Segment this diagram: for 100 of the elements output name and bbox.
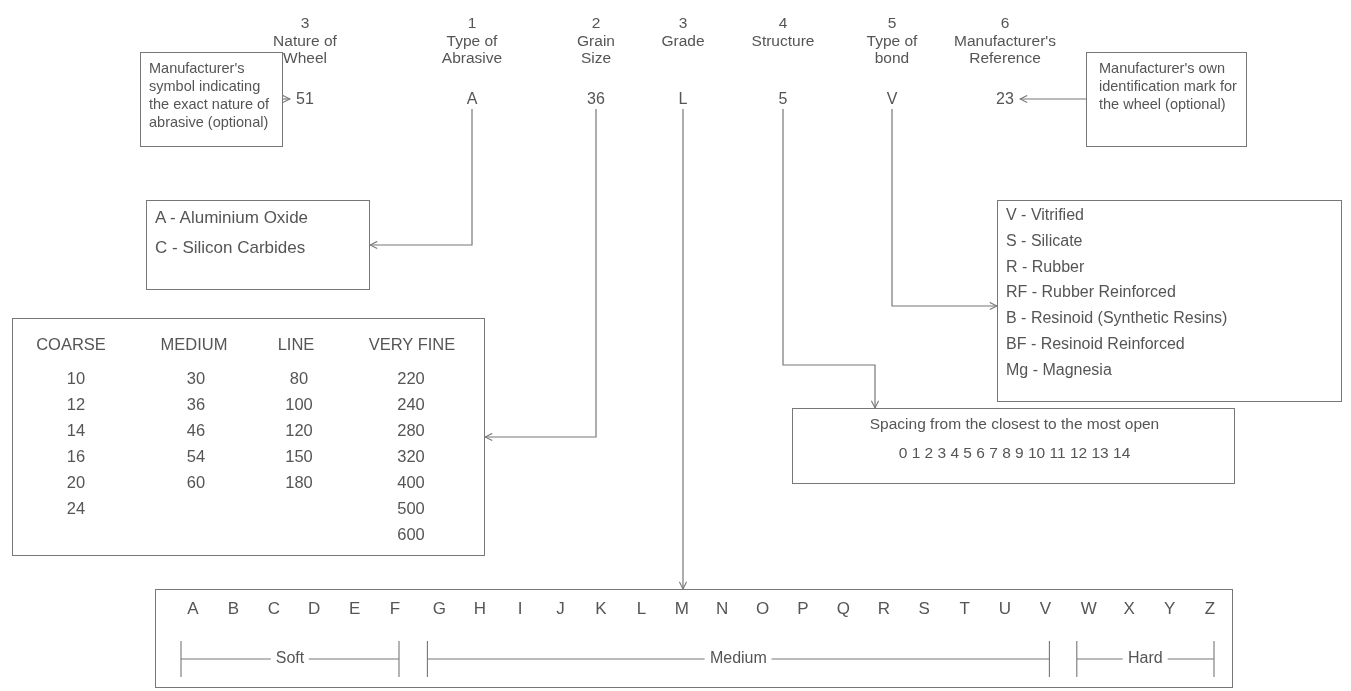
table-cell-text: 220	[396, 369, 426, 388]
code-character: 23	[990, 89, 1020, 109]
table-cell-text: 400	[396, 473, 426, 492]
grade-letter: K	[594, 599, 608, 619]
code-character: 51	[290, 89, 320, 109]
note-text: Manufacturer's symbol indicating the exact nature of abrasive (optional)	[149, 59, 271, 131]
connector-arrow	[1019, 94, 1087, 104]
table-cell-text: 100	[284, 395, 314, 414]
column-header: LINE	[276, 335, 316, 354]
column-header: COARSE	[35, 335, 107, 354]
grade-letter: I	[516, 599, 524, 619]
column-heading: Manufacturer's Reference	[953, 32, 1057, 66]
grade-letter: D	[307, 599, 322, 619]
connector-arrow	[678, 108, 688, 590]
table-cell-text: 54	[185, 447, 207, 466]
table-cell-text: 180	[284, 473, 314, 492]
column-header: VERY FINE	[367, 335, 457, 354]
table-cell-text: 20	[65, 473, 87, 492]
grade-scale-box	[155, 589, 1233, 688]
number-scale: 0 1 2 3 4 5 6 7 8 9 10 11 12 13 14	[897, 444, 1132, 462]
table-cell-text: 36	[185, 395, 207, 414]
table-cell-text: 16	[65, 447, 87, 466]
code-meaning: S - Silicate	[1006, 231, 1083, 250]
column-number: 5	[886, 14, 898, 31]
connector-arrow	[782, 108, 880, 409]
grade-letter: A	[186, 599, 200, 619]
table-cell-text: 320	[396, 447, 426, 466]
code-character: 5	[768, 89, 798, 109]
note-box	[140, 52, 283, 147]
table-cell-text: 60	[185, 473, 207, 492]
column-number: 2	[590, 14, 602, 31]
column-header: MEDIUM	[159, 335, 229, 354]
grade-letter: P	[796, 599, 810, 619]
column-heading: Structure	[750, 32, 816, 49]
grade-letter: W	[1079, 599, 1098, 619]
column-number: 4	[777, 14, 789, 31]
code-character: A	[457, 89, 487, 109]
column-heading: Type of Abrasive	[440, 32, 504, 66]
column-number: 1	[466, 14, 478, 31]
grade-letter: Y	[1162, 599, 1177, 619]
column-heading: Grain Size	[576, 32, 616, 66]
table-cell-text: 500	[396, 499, 426, 518]
connector-arrow	[484, 108, 597, 442]
column-heading: Type of bond	[865, 32, 919, 66]
table-cell-text: 600	[396, 525, 426, 544]
grade-letter: M	[673, 599, 690, 619]
grade-letter: R	[876, 599, 891, 619]
grade-letter: Q	[835, 599, 851, 619]
grade-letter: O	[754, 599, 771, 619]
column-number: 6	[999, 14, 1011, 31]
grade-letter: Z	[1203, 599, 1217, 619]
table-cell-text: 30	[185, 369, 207, 388]
connector-arrow	[891, 108, 998, 311]
grade-letter: X	[1122, 599, 1136, 619]
grade-letter: J	[555, 599, 566, 619]
code-character: V	[877, 89, 907, 109]
code-meaning: B - Resinoid (Synthetic Resins)	[1006, 309, 1228, 328]
grade-letter: L	[635, 599, 648, 619]
table-cell-text: 12	[65, 395, 87, 414]
code-meaning: C - Silicon Carbides	[155, 238, 306, 258]
description-text: Spacing from the closest to the most open	[868, 415, 1161, 433]
column-heading: Grade	[660, 32, 706, 49]
code-meaning: RF - Rubber Reinforced	[1006, 283, 1176, 302]
table-cell-text: 120	[284, 421, 314, 440]
note-box	[1086, 52, 1247, 147]
code-meaning: V - Vitrified	[1006, 206, 1084, 224]
column-heading: Nature of Wheel	[272, 32, 338, 66]
grade-letter: E	[347, 599, 362, 619]
grain-size-table	[12, 318, 485, 556]
grade-letter: N	[715, 599, 730, 619]
code-meaning: R - Rubber	[1006, 257, 1085, 276]
grade-letter: V	[1038, 599, 1053, 619]
table-cell-text: 46	[185, 421, 207, 440]
table-cell-text: 150	[284, 447, 314, 466]
connector-arrow	[369, 108, 473, 250]
note-text: Manufacturer's own identification mark for the wheel (optional)	[1099, 59, 1238, 113]
code-meaning: Mg - Magnesia	[1006, 360, 1112, 379]
grade-letter: H	[472, 599, 487, 619]
grade-letter: B	[226, 599, 241, 619]
description-box	[792, 408, 1235, 484]
code-meaning: A - Aluminium Oxide	[155, 208, 309, 228]
description-box	[146, 200, 370, 290]
grade-letter: G	[431, 599, 447, 619]
table-cell-text: 280	[396, 421, 426, 440]
grade-letter: S	[917, 599, 931, 619]
table-cell-text: 24	[65, 499, 87, 518]
code-character: L	[668, 89, 698, 109]
table-cell-text: 14	[65, 421, 87, 440]
grade-letter: C	[266, 599, 281, 619]
table-cell-text: 80	[288, 369, 310, 388]
grade-letter: U	[997, 599, 1013, 619]
code-meaning: BF - Resinoid Reinforced	[1006, 335, 1185, 353]
code-character: 36	[581, 89, 611, 109]
grade-letter: T	[958, 599, 971, 619]
table-cell-text: 240	[396, 395, 426, 414]
connector-arrow	[282, 94, 291, 104]
grade-letter: F	[388, 599, 402, 619]
column-number: 3	[299, 14, 311, 31]
description-box	[997, 200, 1342, 402]
column-number: 3	[677, 14, 689, 31]
